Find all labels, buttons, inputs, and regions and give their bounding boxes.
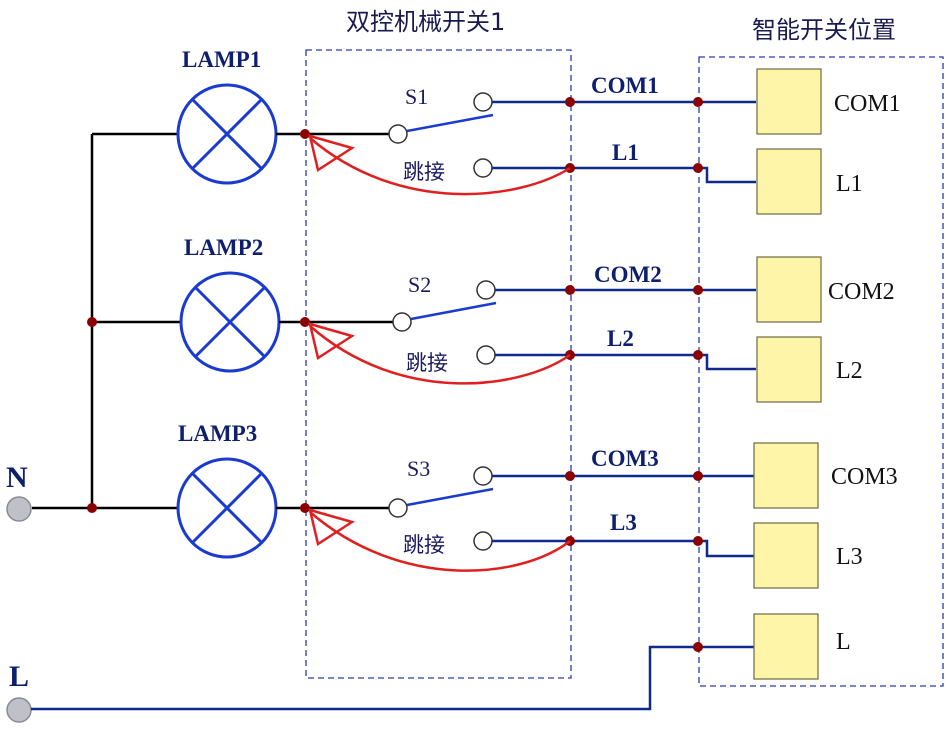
smart-terminal-com2 [756,256,822,323]
n-terminal [6,496,32,522]
junction-dot [87,317,97,327]
com3-wire-label: COM3 [591,446,659,471]
switch-1-label: S1 [405,84,428,109]
jumper-2-arrowhead [308,322,355,361]
mechanical-switch-title: 双控机械开关1 [346,8,505,36]
switch-3-blade [406,487,494,507]
mechanical-switch-box [305,49,572,679]
switch-2-pivot [392,312,412,332]
smart-switch-title: 智能开关位置 [752,16,896,44]
jumper-2-arc [309,325,571,385]
junction-dot [693,536,703,546]
smart-terminal-l2 [756,336,822,403]
smart-terminal-com3-label: COM3 [831,464,898,490]
smart-terminal-l2-label: L2 [836,358,863,384]
smart-terminal-com3 [753,442,819,509]
jumper-1-label: 跳接 [403,160,445,184]
l-terminal [6,697,32,723]
switch-1-l-contact [473,158,493,178]
lamp-3 [176,457,278,559]
lamp-2 [179,271,281,373]
jumper-3-label: 跳接 [403,533,445,557]
junction-dot [565,471,575,481]
smart-terminal-l3 [753,522,819,589]
junction-dot [693,285,703,295]
smart-terminal-l3-label: L3 [836,544,863,570]
l2-wire-label: L2 [607,326,634,351]
l-terminal-label: L [9,660,29,693]
junction-dot [693,642,703,652]
lamp-2-label: LAMP2 [184,235,263,260]
junction-dot [300,129,310,139]
junction-dot [693,350,703,360]
smart-terminal-l-label: L [836,629,851,655]
jumper-2-label: 跳接 [406,351,448,375]
switch-2-com-contact [476,280,496,300]
switch-3-l-contact [473,531,493,551]
switch-3-label: S3 [407,456,430,481]
smart-terminal-l1 [756,148,822,215]
neutral-bus [32,132,182,510]
l3-wire-label: L3 [610,510,637,535]
junction-dot [693,471,703,481]
jumper-1-arc [309,137,571,196]
n-terminal-label: N [6,461,28,494]
switch-1-pivot [388,124,408,144]
switch-1-com-contact [473,92,493,112]
smart-terminal-com1 [756,68,822,135]
switch-2-l-contact [476,345,496,365]
switch-2-label: S2 [408,272,431,297]
junction-dot [693,97,703,107]
l1-wire [492,166,756,184]
l2-wire [495,353,756,371]
jumper-1-arrowhead [308,134,355,173]
l1-wire-label: L1 [612,140,639,165]
junction-dot [565,97,575,107]
lamp-1 [176,83,278,185]
smart-terminal-l [753,613,819,680]
switch-3-pivot [388,498,408,518]
smart-terminal-l1-label: L1 [836,171,863,197]
com1-wire-label: COM1 [591,73,659,98]
lamp-3-label: LAMP3 [178,421,257,446]
junction-dot [300,503,310,513]
lamp-1-label: LAMP1 [182,47,261,72]
junction-dot [300,317,310,327]
junction-dot [87,503,97,513]
switch-2-blade [410,301,497,321]
junction-dot [693,163,703,173]
jumper-3-arrowhead [308,508,355,547]
switch-3-com-contact [473,466,493,486]
smart-terminal-com1-label: COM1 [834,91,901,117]
l3-wire [492,539,756,558]
com2-wire-label: COM2 [594,262,662,287]
switch-1-blade [406,113,494,133]
smart-terminal-com2-label: COM2 [828,279,895,305]
smart-switch-box [698,56,944,687]
jumper-3-arc [309,511,571,572]
junction-dot [565,285,575,295]
